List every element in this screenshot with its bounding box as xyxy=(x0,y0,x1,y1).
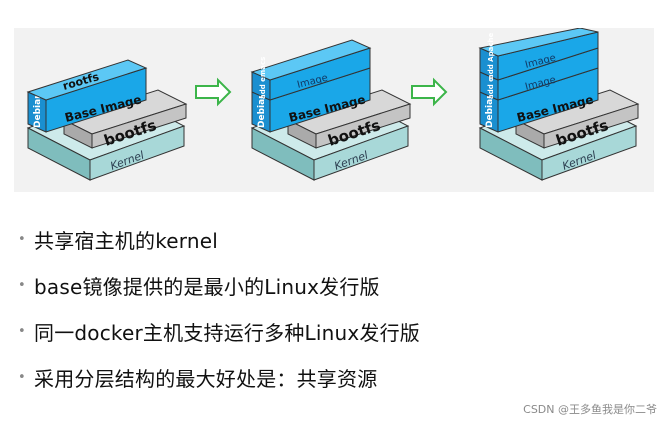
bullet-dot-icon: • xyxy=(18,277,26,293)
stack-2-debian-label: Debian xyxy=(257,92,267,128)
stack-3-debian-label: Debian xyxy=(485,92,495,128)
arrow-2-icon xyxy=(411,77,448,107)
bullet-dot-icon: • xyxy=(18,231,26,247)
bullet-dot-icon: • xyxy=(18,323,26,339)
stack-2: Kernel bootfs Debian Base Image add emac… xyxy=(250,39,412,181)
stack-3-kernel-front xyxy=(541,125,637,181)
stack-1-rootfs xyxy=(26,59,148,101)
stack-3-emacs-label: add emacs xyxy=(487,57,495,99)
stack-3: Kernel bootfs Debian Base Image add emac… xyxy=(478,27,640,181)
bullet-text: 共享宿主机的kernel xyxy=(34,228,218,253)
stack-2-bootfs-front xyxy=(315,103,411,149)
bullet-item: • 共享宿主机的kernel xyxy=(18,222,218,256)
stack-1-debian-label: Debian xyxy=(33,92,43,128)
stack-1-bootfs-front xyxy=(91,103,187,149)
layer-diagram: Kernel bootfs Debian Base Image rootfs K… xyxy=(14,27,654,192)
layer-diagram-svg: Kernel bootfs Debian Base Image rootfs K… xyxy=(26,27,640,181)
stack-3-apache-label: add Apache xyxy=(487,33,495,79)
bullet-item: • 同一docker主机支持运行多种Linux发行版 xyxy=(18,314,420,348)
watermark: CSDN @王多鱼我是你二爷 xyxy=(523,403,657,416)
bullet-text: 同一docker主机支持运行多种Linux发行版 xyxy=(34,320,421,345)
bullet-item: • base镜像提供的是最小的Linux发行版 xyxy=(18,268,380,302)
stack-3-bootfs-front xyxy=(543,103,639,149)
stack-2-emacs-label: add emacs xyxy=(259,57,267,99)
stack-2-emacs-top xyxy=(250,39,372,81)
arrow-1-icon xyxy=(195,77,232,107)
stack-1-kernel-front xyxy=(89,125,185,181)
bullet-text: base镜像提供的是最小的Linux发行版 xyxy=(34,274,380,299)
stack-3-apache-top xyxy=(478,27,599,57)
bullet-dot-icon: • xyxy=(18,369,26,385)
bullet-text: 采用分层结构的最大好处是：共享资源 xyxy=(34,366,378,391)
bullet-item: • 采用分层结构的最大好处是：共享资源 xyxy=(18,360,377,394)
stack-1: Kernel bootfs Debian Base Image rootfs xyxy=(26,59,188,181)
stack-2-kernel-front xyxy=(313,125,409,181)
